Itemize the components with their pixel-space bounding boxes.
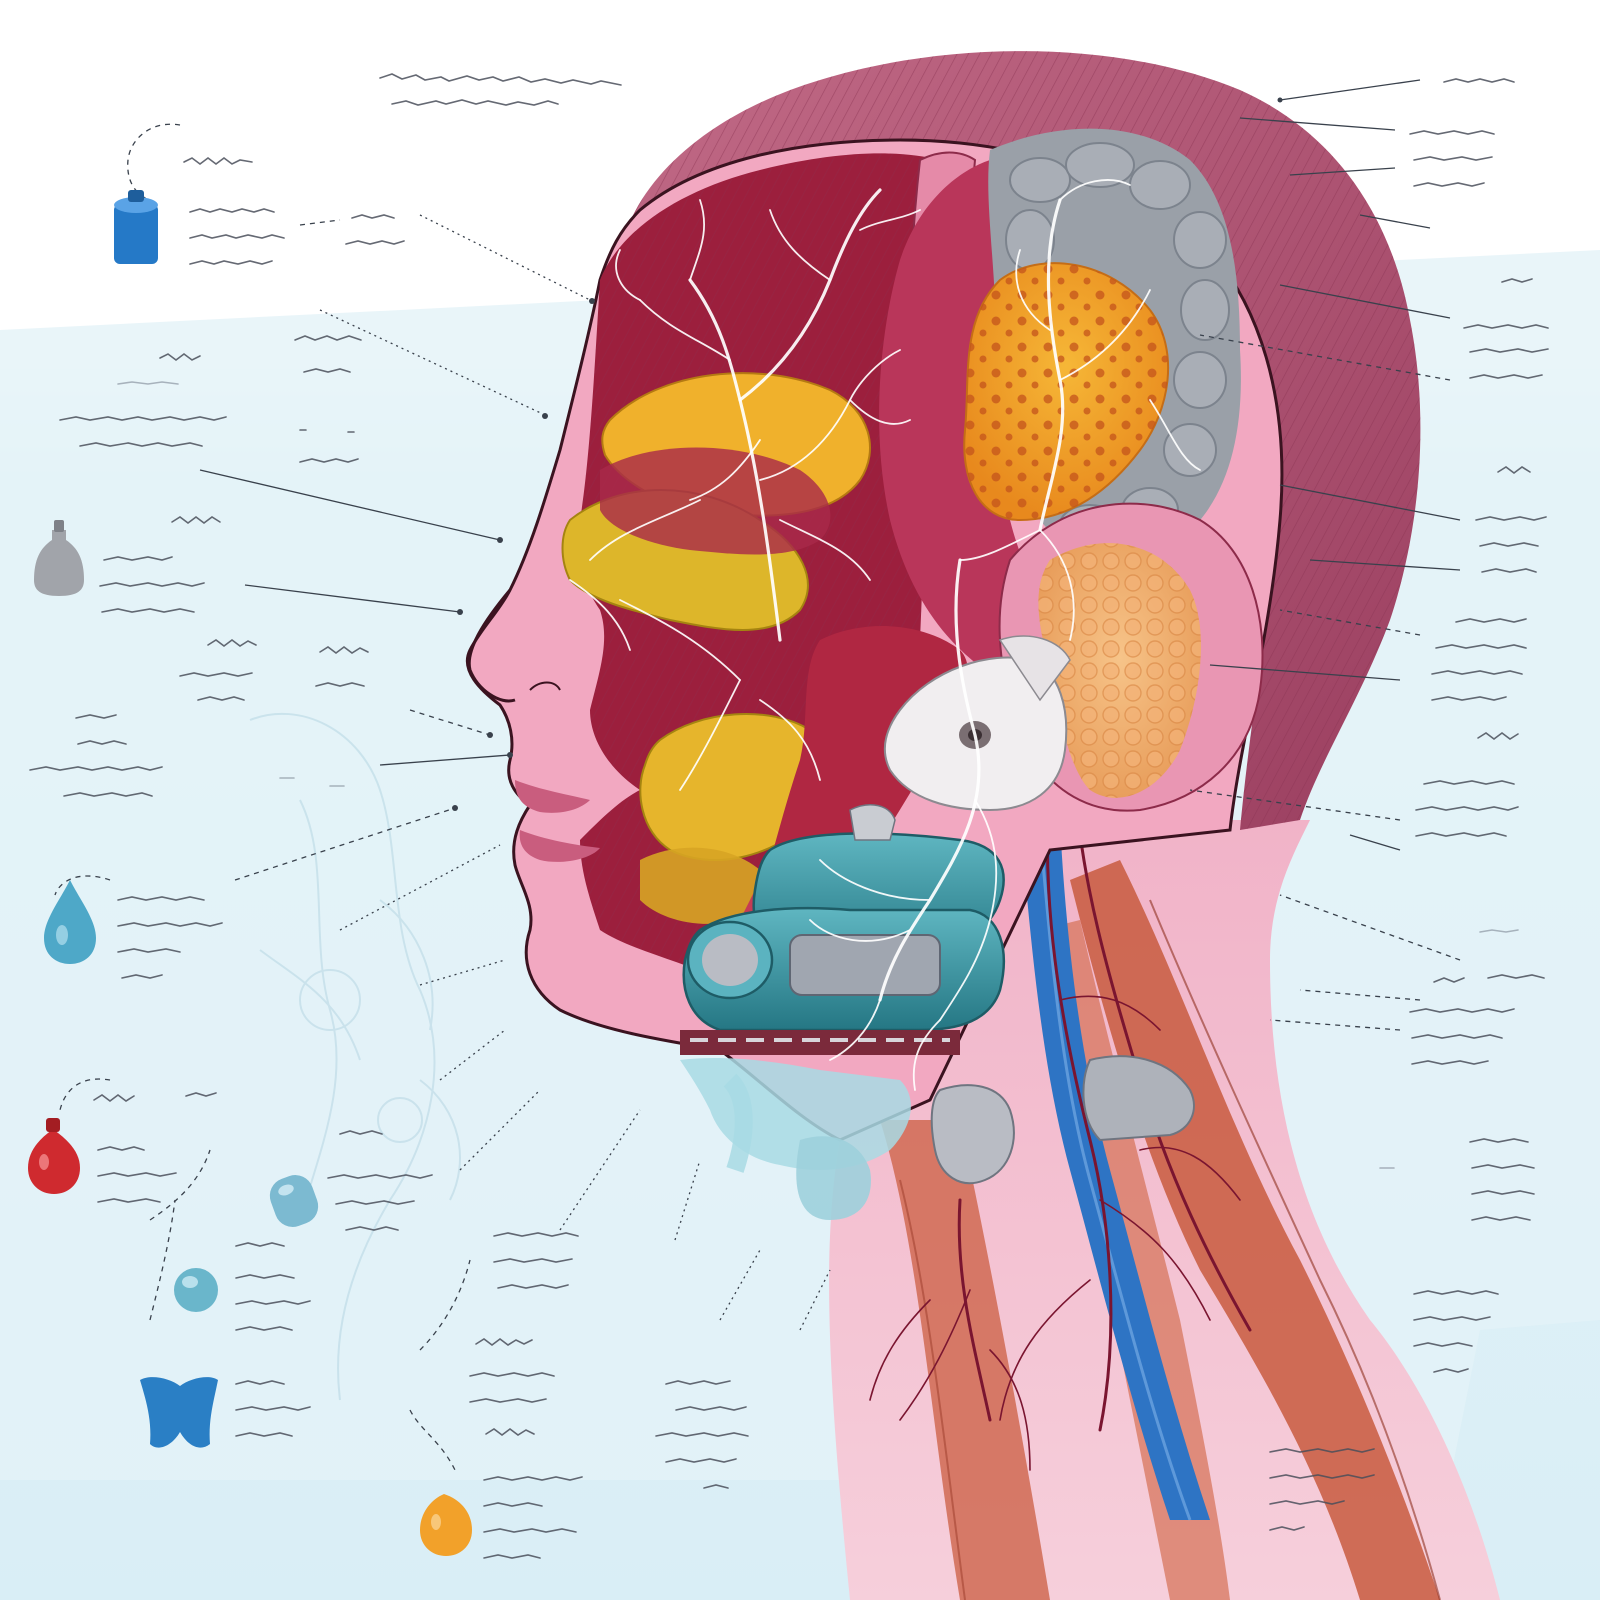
annotation-scribbles [29, 73, 1549, 1559]
ghost-skeleton [249, 712, 461, 1401]
orange-drop-icon [420, 1494, 472, 1556]
blue-tooth-icon [140, 1377, 218, 1448]
light-blue-capsule-icon [269, 1175, 319, 1227]
gray-bell-icon [34, 520, 84, 596]
leader-lines [54, 79, 1461, 1471]
teal-larynx-structure [680, 832, 1005, 1220]
nerve-branches [569, 179, 1201, 1091]
light-blue-pill-icon [174, 1268, 218, 1312]
jugular-vein [1020, 820, 1210, 1520]
red-drop-icon [28, 1118, 80, 1194]
blue-cylinder-icon [114, 190, 158, 264]
blue-drop-icon [44, 880, 96, 964]
head-cross-section [465, 51, 1500, 1600]
